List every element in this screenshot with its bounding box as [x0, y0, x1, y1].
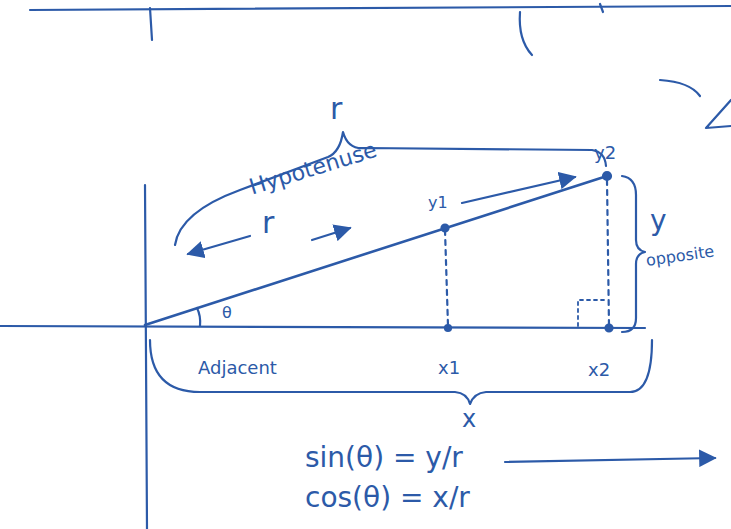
- scribble-line: [660, 80, 700, 96]
- sketch-label: sin(θ) = y/r: [305, 443, 463, 474]
- sketch-label: y2: [594, 143, 616, 163]
- scribble-line: [600, 4, 603, 12]
- sketch-label: θ: [222, 304, 232, 322]
- sketch-label: r: [262, 206, 274, 239]
- sketch-label: x: [462, 406, 476, 432]
- arrow: [462, 177, 575, 203]
- sketch-label: Adjacent: [198, 358, 277, 378]
- right-angle-mark: [578, 300, 605, 326]
- sketch-label: cos(θ) = x/r: [305, 483, 470, 514]
- brace: [175, 132, 606, 245]
- arrow: [505, 458, 715, 462]
- x-axis: [0, 326, 645, 328]
- brace: [150, 340, 652, 404]
- y-axis: [145, 185, 147, 529]
- sketch-label: r: [330, 92, 342, 125]
- scribble-line: [706, 100, 731, 128]
- angle-arc: [197, 308, 200, 326]
- scribble-line: [150, 8, 152, 40]
- brace: [622, 176, 645, 332]
- dashed-line: [607, 180, 609, 326]
- sketch-label: y1: [428, 194, 448, 212]
- arrow: [188, 236, 250, 254]
- sketch-label: y: [650, 206, 667, 237]
- sketch-label: Hypotenuse: [246, 138, 379, 200]
- sketch-label: opposite: [645, 243, 716, 270]
- scribble-line: [520, 12, 532, 55]
- point: [603, 172, 611, 180]
- scribble-line: [30, 6, 731, 10]
- sketch-label: x2: [588, 360, 610, 380]
- hypotenuse-line: [145, 176, 607, 325]
- arrow: [312, 228, 350, 240]
- dashed-line: [445, 230, 448, 326]
- sketch-label: x1: [438, 358, 460, 378]
